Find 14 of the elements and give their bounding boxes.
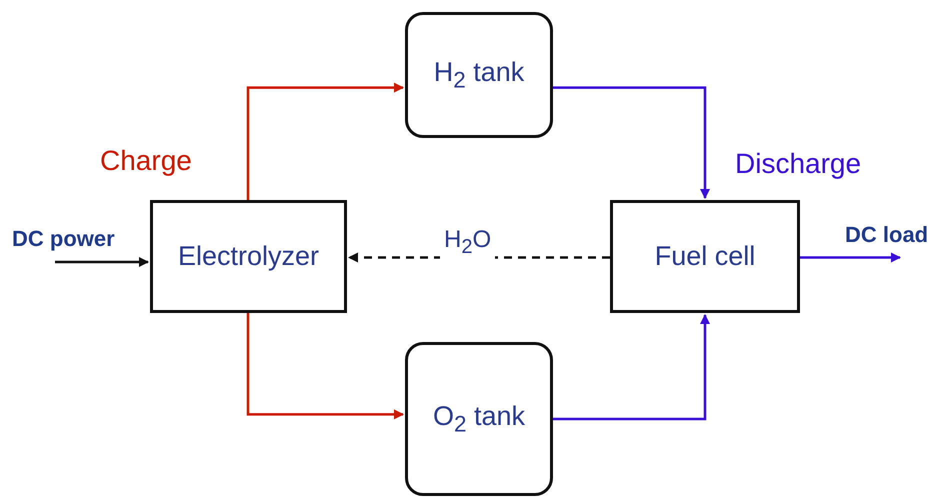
process-box: Electrolyzer xyxy=(150,200,347,313)
arrow xyxy=(800,252,901,262)
tank-box: O$_{2}$ tank xyxy=(405,342,553,496)
arrow xyxy=(246,313,404,420)
tank-box: H$_{2}$ tank xyxy=(405,12,553,138)
arrow xyxy=(553,314,710,420)
arrow xyxy=(553,86,710,199)
discharge-label: Discharge xyxy=(735,148,862,180)
input-label: DC power xyxy=(12,226,115,252)
process-box: Fuel cell xyxy=(610,200,800,313)
arrow xyxy=(246,82,404,200)
output-label: DC load xyxy=(845,222,928,248)
charge-label: Charge xyxy=(100,145,192,177)
arrow xyxy=(55,257,149,267)
